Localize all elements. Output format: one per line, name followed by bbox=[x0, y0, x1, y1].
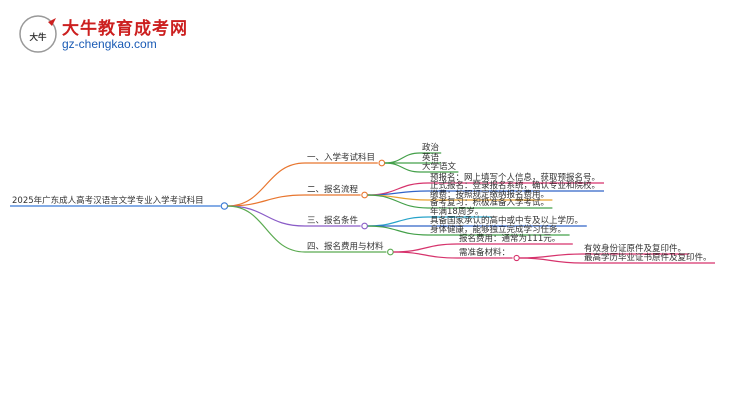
branch-connector-dot-1 bbox=[378, 159, 386, 167]
leaf-1-2: 英语 bbox=[422, 152, 440, 163]
root-to-branch-4 bbox=[227, 205, 306, 253]
root-to-branch-1 bbox=[227, 162, 306, 207]
branch-node-2: 二、报名流程 bbox=[307, 184, 359, 195]
leaf-2-2: 正式报名：登录报名系统，确认专业和院校。 bbox=[430, 180, 600, 191]
root-to-branch-2 bbox=[227, 194, 306, 207]
leaf-2-1: 预报名：网上填写个人信息，获取预报名号。 bbox=[430, 172, 600, 183]
branch-connector-dot-2 bbox=[361, 191, 368, 199]
branch-connector-dot-4 bbox=[387, 248, 394, 256]
leaf-4-2: 需准备材料： bbox=[459, 247, 510, 258]
branch-1-to-leaf-3 bbox=[384, 162, 421, 173]
branch-node-1: 一、入学考试科目 bbox=[307, 152, 375, 163]
branch-connector-dot-3 bbox=[361, 222, 368, 230]
root-to-branch-3 bbox=[227, 205, 306, 227]
leaf-3-3: 身体健康，能够独立完成学习任务。 bbox=[430, 224, 566, 235]
leaf-to-child-1 bbox=[519, 253, 583, 259]
leaf-4-1: 报名费用：通常为111元。 bbox=[459, 233, 560, 244]
branch-3-to-leaf-3 bbox=[367, 225, 429, 236]
leaf-2-4: 备考复习：积极准备入学考试。 bbox=[430, 197, 549, 208]
child-1: 有效身份证原件及复印件。 bbox=[584, 243, 686, 254]
branch-2-to-leaf-4 bbox=[367, 194, 429, 209]
site-logo[interactable]: 大牛 大牛教育成考网 gz-chengkao.com bbox=[14, 10, 187, 56]
branch-node-4: 四、报名费用与材料 bbox=[307, 241, 384, 252]
leaf-3-2: 具备国家承认的高中或中专及以上学历。 bbox=[430, 215, 583, 226]
branch-4-to-leaf-2 bbox=[393, 251, 458, 259]
logo-title: 大牛教育成考网 bbox=[62, 19, 188, 39]
root-connector-dot bbox=[220, 202, 229, 210]
leaf-2-3: 缴费：按照规定缴纳报名费用。 bbox=[430, 189, 549, 200]
root-node: 2025年广东成人高考汉语言文学专业入学考试科目 bbox=[12, 195, 204, 206]
branch-4-to-leaf-1 bbox=[393, 243, 458, 253]
leaf-to-child-2 bbox=[519, 257, 583, 264]
leaf-1-3: 大学语文 bbox=[422, 161, 457, 172]
leaf-connector-dot bbox=[513, 254, 520, 262]
branch-2-to-leaf-2 bbox=[367, 190, 429, 196]
leaf-1-1: 政治 bbox=[422, 142, 440, 153]
svg-text:大牛: 大牛 bbox=[29, 32, 47, 43]
logo-url: gz-chengkao.com bbox=[62, 37, 157, 51]
branch-3-to-leaf-1 bbox=[367, 216, 429, 227]
child-2: 最高学历毕业证书原件及复印件。 bbox=[584, 252, 712, 263]
logo-mark-icon: 大牛 bbox=[19, 15, 57, 53]
leaf-3-1: 年满18周岁。 bbox=[430, 206, 483, 217]
branch-node-3: 三、报名条件 bbox=[307, 215, 359, 226]
branch-1-to-leaf-1 bbox=[384, 152, 421, 164]
